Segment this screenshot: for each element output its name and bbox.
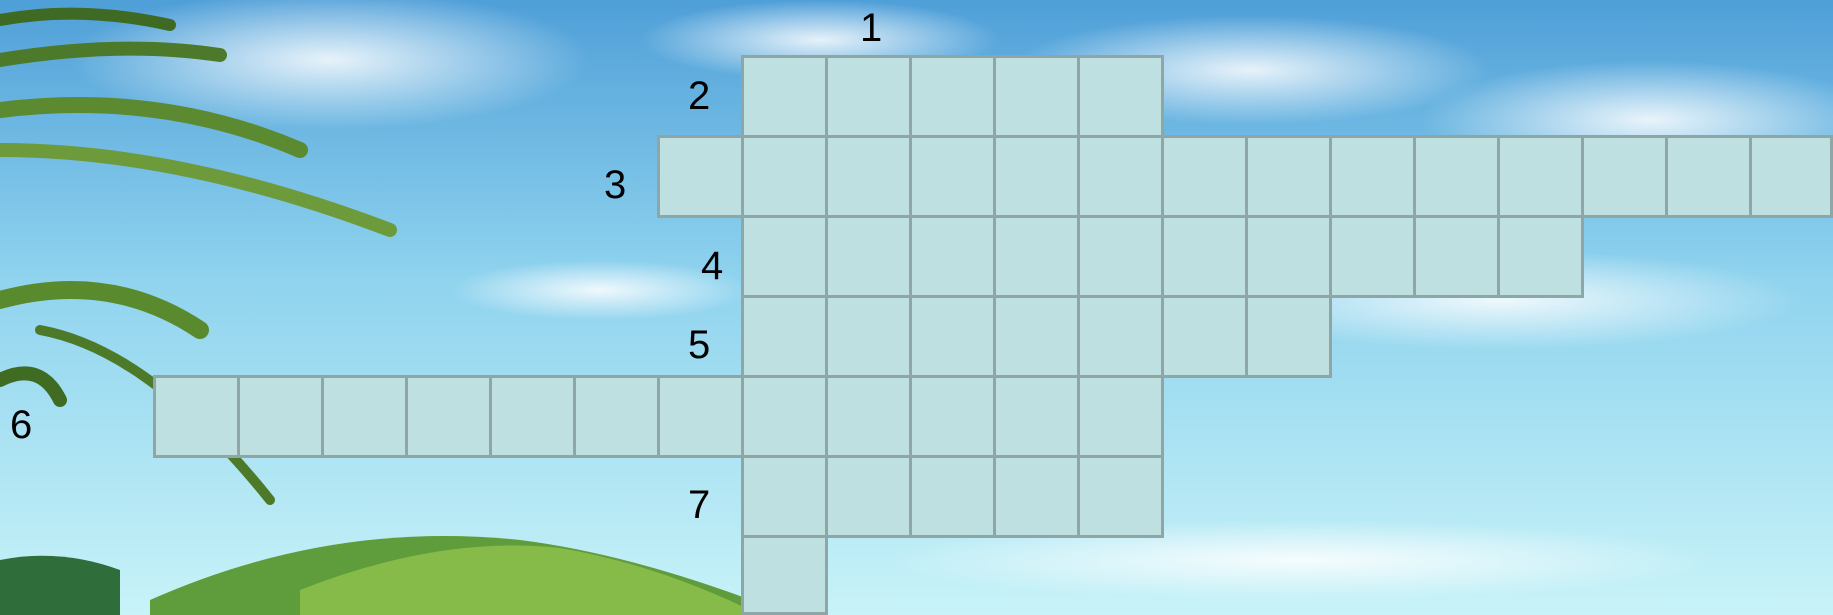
clue-number-7: 7 <box>688 485 710 525</box>
crossword-cell[interactable] <box>1161 215 1248 298</box>
crossword-cell[interactable] <box>1077 455 1164 538</box>
crossword-cell[interactable] <box>1245 215 1332 298</box>
crossword-cell[interactable] <box>1665 135 1752 218</box>
crossword-cell[interactable] <box>1413 135 1500 218</box>
crossword-cell[interactable] <box>237 375 324 458</box>
crossword-cell[interactable] <box>1077 375 1164 458</box>
crossword-cell[interactable] <box>825 455 912 538</box>
crossword-cell[interactable] <box>825 215 912 298</box>
crossword-cell[interactable] <box>1077 55 1164 138</box>
crossword-cell[interactable] <box>1749 135 1833 218</box>
crossword-cell[interactable] <box>741 55 828 138</box>
crossword-cell[interactable] <box>741 535 828 615</box>
crossword-cell[interactable] <box>1161 135 1248 218</box>
crossword-cell[interactable] <box>825 375 912 458</box>
crossword-cell[interactable] <box>909 135 996 218</box>
crossword-cell[interactable] <box>993 135 1080 218</box>
crossword-cell[interactable] <box>1161 295 1248 378</box>
crossword-cell[interactable] <box>993 375 1080 458</box>
clue-number-2: 2 <box>688 76 710 116</box>
crossword-cell[interactable] <box>741 135 828 218</box>
crossword-cell[interactable] <box>993 55 1080 138</box>
crossword-cell[interactable] <box>741 215 828 298</box>
clue-number-5: 5 <box>688 325 710 365</box>
crossword-cell[interactable] <box>1245 135 1332 218</box>
crossword-cell[interactable] <box>993 455 1080 538</box>
crossword-cell[interactable] <box>321 375 408 458</box>
crossword-cell[interactable] <box>1581 135 1668 218</box>
crossword-cell[interactable] <box>405 375 492 458</box>
crossword-cell[interactable] <box>573 375 660 458</box>
crossword-cell[interactable] <box>1497 135 1584 218</box>
crossword-cell[interactable] <box>1413 215 1500 298</box>
crossword-cell[interactable] <box>909 375 996 458</box>
crossword-cell[interactable] <box>1077 295 1164 378</box>
clue-number-1: 1 <box>860 8 882 48</box>
clue-number-6: 6 <box>10 405 32 445</box>
crossword-cell[interactable] <box>825 135 912 218</box>
crossword-cell[interactable] <box>1077 215 1164 298</box>
crossword-cell[interactable] <box>657 135 744 218</box>
crossword-cell[interactable] <box>657 375 744 458</box>
crossword-cell[interactable] <box>1329 135 1416 218</box>
clue-number-3: 3 <box>604 165 626 205</box>
crossword-cell[interactable] <box>489 375 576 458</box>
crossword-cell[interactable] <box>741 375 828 458</box>
crossword-cell[interactable] <box>1245 295 1332 378</box>
crossword-cell[interactable] <box>741 455 828 538</box>
crossword-cell[interactable] <box>1329 215 1416 298</box>
crossword-cell[interactable] <box>909 55 996 138</box>
crossword-cell[interactable] <box>153 375 240 458</box>
crossword-cell[interactable] <box>909 455 996 538</box>
crossword-cell[interactable] <box>993 215 1080 298</box>
crossword-cell[interactable] <box>825 55 912 138</box>
crossword-cell[interactable] <box>1077 135 1164 218</box>
crossword-cell[interactable] <box>741 295 828 378</box>
clue-number-4: 4 <box>701 246 723 286</box>
crossword-cell[interactable] <box>1497 215 1584 298</box>
crossword-cell[interactable] <box>909 215 996 298</box>
crossword-cell[interactable] <box>993 295 1080 378</box>
crossword-cell[interactable] <box>825 295 912 378</box>
crossword-cell[interactable] <box>909 295 996 378</box>
